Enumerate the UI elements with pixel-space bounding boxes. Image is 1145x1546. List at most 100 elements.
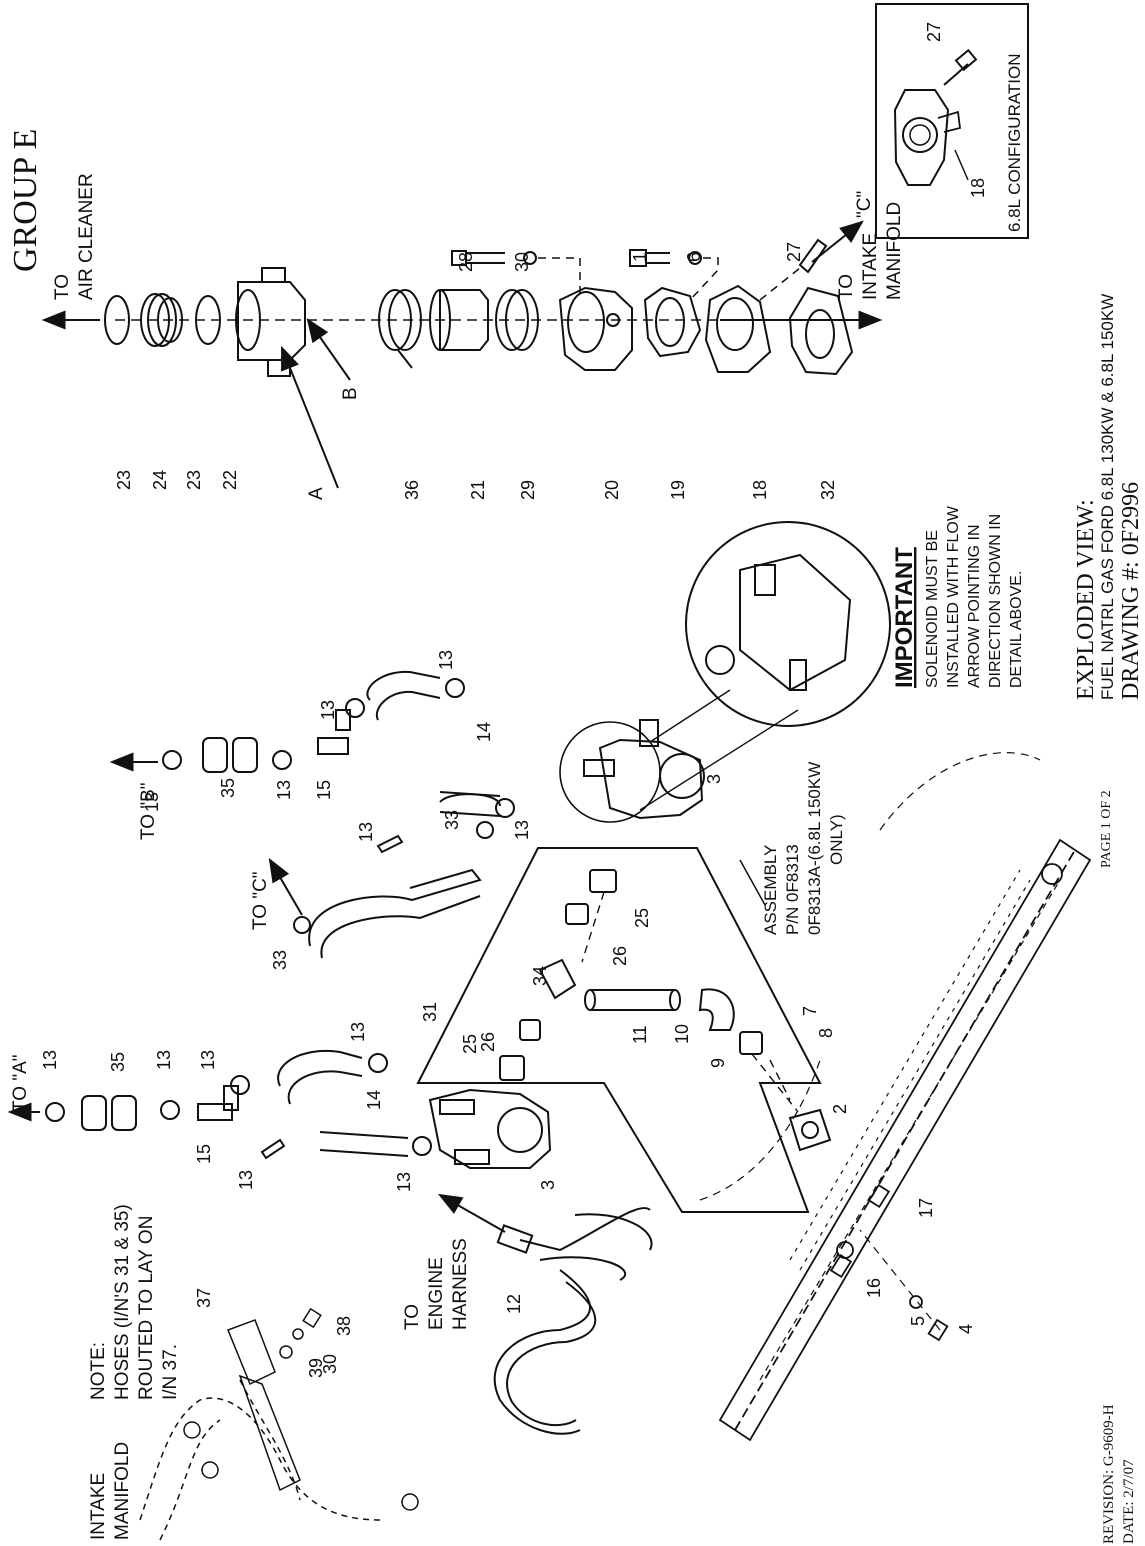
part-33-a: 33: [442, 810, 462, 830]
important-note: IMPORTANT SOLENOID MUST BE INSTALLED WIT…: [891, 505, 1025, 688]
assembly-line-2: P/N 0F8313: [783, 844, 802, 935]
part-10: 10: [672, 1024, 692, 1044]
callout-b-ref: B: [340, 387, 361, 400]
part-27: 27: [784, 242, 804, 262]
part-14-b: 14: [364, 1090, 384, 1110]
part-26-a: 26: [610, 946, 630, 966]
callout-to-engine-harness-1: TO: [402, 1304, 423, 1330]
page-number: PAGE 1 OF 2: [1099, 790, 1114, 868]
important-heading: IMPORTANT: [891, 547, 918, 688]
note-line-4: I/N 37.: [160, 1344, 181, 1400]
important-line-1: SOLENOID MUST BE: [924, 530, 941, 688]
important-line-3: ARROW POINTING IN: [966, 524, 983, 688]
callout-to-air-cleaner-2: AIR CLEANER: [76, 173, 97, 300]
note-line-2: HOSES (I/N'S 31 & 35): [112, 1204, 133, 1400]
part-39: 39: [306, 1358, 326, 1378]
part-23a: 23: [114, 470, 134, 490]
revision-date: DATE: 2/7/07: [1121, 1459, 1137, 1544]
part-15-a: 15: [314, 780, 334, 800]
callout-to-engine-harness-3: HARNESS: [450, 1238, 471, 1330]
part-13-k: 13: [236, 1170, 256, 1190]
wire-harness: [437, 1193, 653, 1435]
hose-routing-note: NOTE: HOSES (I/N'S 31 & 35) ROUTED TO LA…: [88, 1204, 181, 1400]
part-13-i: 13: [198, 1050, 218, 1070]
part-16: 16: [864, 1278, 884, 1298]
part-13-d: 13: [274, 780, 294, 800]
part-35-b: 35: [108, 1052, 128, 1072]
part-20: 20: [602, 480, 622, 500]
part-2: 2: [830, 1104, 850, 1114]
part-34: 34: [530, 966, 550, 986]
part-28: 28: [456, 252, 476, 272]
part-13-g: 13: [40, 1050, 60, 1070]
part-8: 8: [816, 1028, 836, 1038]
part-6: 6: [684, 252, 704, 262]
part-32: 32: [818, 480, 838, 500]
part-33-b: 33: [270, 950, 290, 970]
part-18: 18: [750, 480, 770, 500]
callout-intake-manifold-right-2: INTAKE: [860, 233, 881, 300]
part-13-l: 13: [394, 1172, 414, 1192]
part-35-a: 35: [218, 778, 238, 798]
title-line-2: FUEL NATRL GAS FORD 6.8L 130KW & 6.8L 15…: [1098, 294, 1117, 700]
part-21: 21: [468, 480, 488, 500]
callout-to-air-cleaner-1: TO: [52, 274, 73, 300]
inset-caption: 6.8L CONFIGURATION: [1005, 53, 1024, 232]
callout-intake-manifold-right-1: TO: [836, 274, 857, 300]
part-7: 7: [800, 1006, 820, 1016]
note-line-1: NOTE:: [88, 1342, 109, 1400]
part-13-a: 13: [436, 650, 456, 670]
part-11: 11: [630, 1025, 650, 1044]
part-25-b: 25: [460, 1034, 480, 1054]
part-15-b: 15: [194, 1144, 214, 1164]
part-9: 9: [708, 1058, 728, 1068]
callout-intake-manifold-left-1: INTAKE: [88, 1473, 109, 1540]
part-26-b: 26: [478, 1032, 498, 1052]
part-4: 4: [956, 1324, 976, 1334]
hose-solenoid-assembly: [7, 521, 891, 1169]
assembly-outline: [416, 847, 832, 1213]
part-30-b: 30: [320, 1354, 340, 1374]
part-13-f: 13: [512, 820, 532, 840]
part-17: 17: [916, 1198, 936, 1218]
part-13-h: 13: [154, 1050, 174, 1070]
part-36: 36: [402, 480, 422, 500]
part-29: 29: [518, 480, 538, 500]
part-12: 12: [504, 1294, 524, 1314]
mounting-frame: [699, 752, 1092, 1442]
callout-c-ref: "C": [854, 191, 875, 218]
assembly-line-1: ASSEMBLY: [761, 845, 780, 935]
part-19: 19: [668, 480, 688, 500]
note-line-3: ROUTED TO LAY ON: [136, 1216, 157, 1400]
callout-to-engine-harness-2: ENGINE: [426, 1257, 447, 1330]
part-25-a: 25: [632, 908, 652, 928]
part-31: 31: [420, 1002, 440, 1022]
part-24: 24: [150, 470, 170, 490]
callout-to-a: TO "A": [10, 1055, 31, 1112]
part-14-a: 14: [474, 722, 494, 742]
part-13-e: 13: [356, 822, 376, 842]
assembly-line-3: 0F8313A-(6.8L 150KW: [805, 762, 824, 935]
callout-to-c: TO "C": [250, 871, 271, 930]
important-line-5: DETAIL ABOVE.: [1008, 571, 1025, 688]
part-3-b: 3: [538, 1180, 558, 1190]
inset-6-8l-configuration: 6.8L CONFIGURATION 27 18: [875, 3, 1029, 239]
title-line-3: DRAWING #: 0F2996: [1118, 482, 1144, 700]
assembly-callout: ASSEMBLY P/N 0F8313 0F8313A-(6.8L 150KW …: [739, 762, 846, 935]
part-13-j: 13: [348, 1022, 368, 1042]
assembly-line-4: ONLY): [827, 814, 846, 865]
part-23b: 23: [184, 470, 204, 490]
part-1: 1: [630, 252, 650, 262]
part-13-b: 13: [318, 700, 338, 720]
callout-to-b: TO "B": [138, 783, 159, 840]
part-30a: 30: [512, 252, 532, 272]
intake-manifold-sketch: [139, 1307, 419, 1541]
title-block: EXPLODED VIEW: FUEL NATRL GAS FORD 6.8L …: [1073, 294, 1144, 700]
callout-intake-manifold-right-3: MANIFOLD: [884, 202, 905, 300]
part-3-a: 3: [704, 774, 724, 784]
part-number-labels: 23 24 23 22 36 21 29 20 19 18 32 28 30 1…: [40, 242, 976, 1378]
part-5: 5: [908, 1316, 928, 1326]
group-title: GROUP E: [7, 129, 44, 272]
inset-part-27: 27: [924, 22, 944, 42]
